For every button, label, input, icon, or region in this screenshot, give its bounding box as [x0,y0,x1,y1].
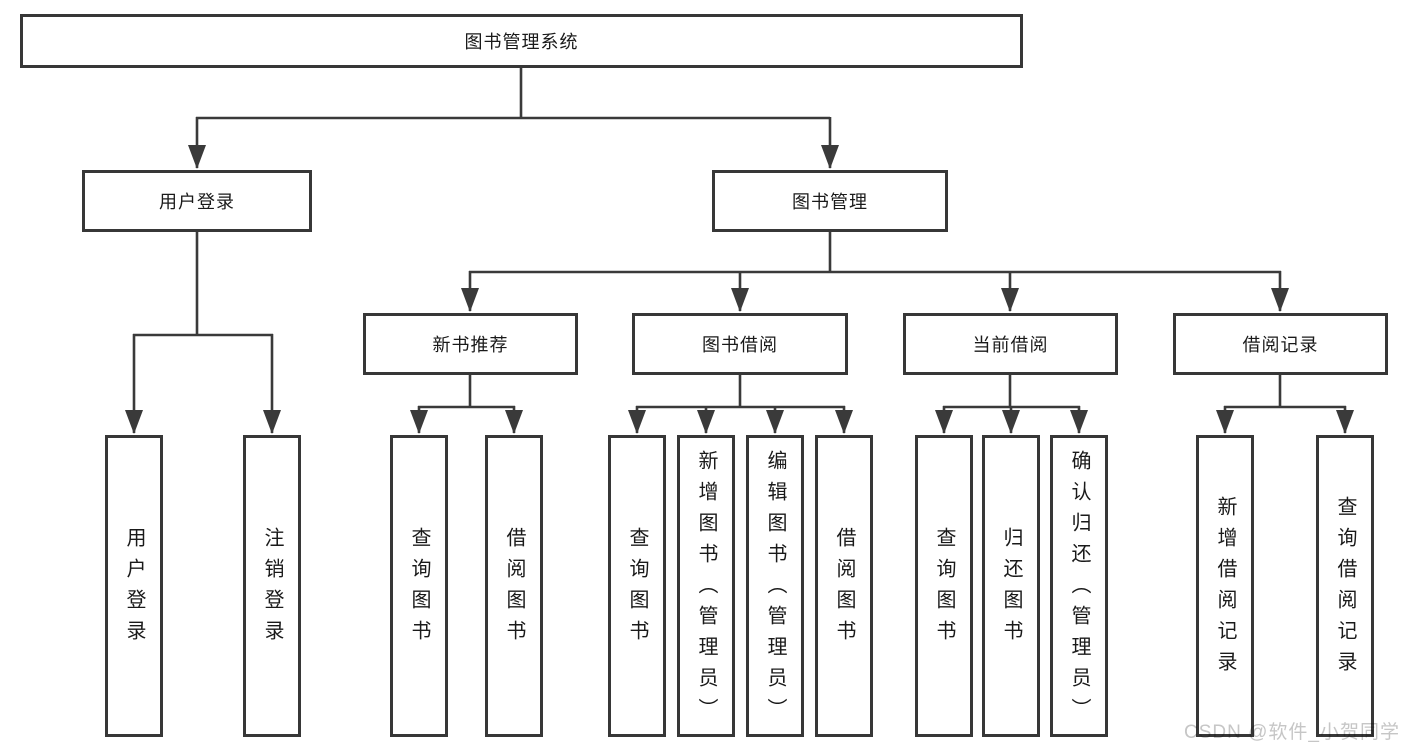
leaf-records-add: 新增借阅记录 [1196,435,1254,737]
leaf-current-return: 归还图书 [982,435,1040,737]
leaf-current-confirm-admin: 确认归还（管理员） [1050,435,1108,737]
leaf-borrow-query: 查询图书 [608,435,666,737]
leaf-borrow-borrow: 借阅图书 [815,435,873,737]
leaf-current-query: 查询图书 [915,435,973,737]
node-root: 图书管理系统 [20,14,1023,68]
node-current-borrow: 当前借阅 [903,313,1118,375]
leaf-borrow-add-admin: 新增图书（管理员） [677,435,735,737]
watermark: CSDN @软件_小贺同学 [1184,722,1400,743]
leaf-records-query: 查询借阅记录 [1316,435,1374,737]
node-book-borrow: 图书借阅 [632,313,848,375]
leaf-borrow-edit-admin: 编辑图书（管理员） [746,435,804,737]
node-new-book-recommend: 新书推荐 [363,313,578,375]
node-borrow-records: 借阅记录 [1173,313,1388,375]
node-book-management: 图书管理 [712,170,948,232]
leaf-logout: 注销登录 [243,435,301,737]
node-user-login: 用户登录 [82,170,312,232]
leaf-user-login: 用户登录 [105,435,163,737]
leaf-newbooks-query: 查询图书 [390,435,448,737]
leaf-newbooks-borrow: 借阅图书 [485,435,543,737]
